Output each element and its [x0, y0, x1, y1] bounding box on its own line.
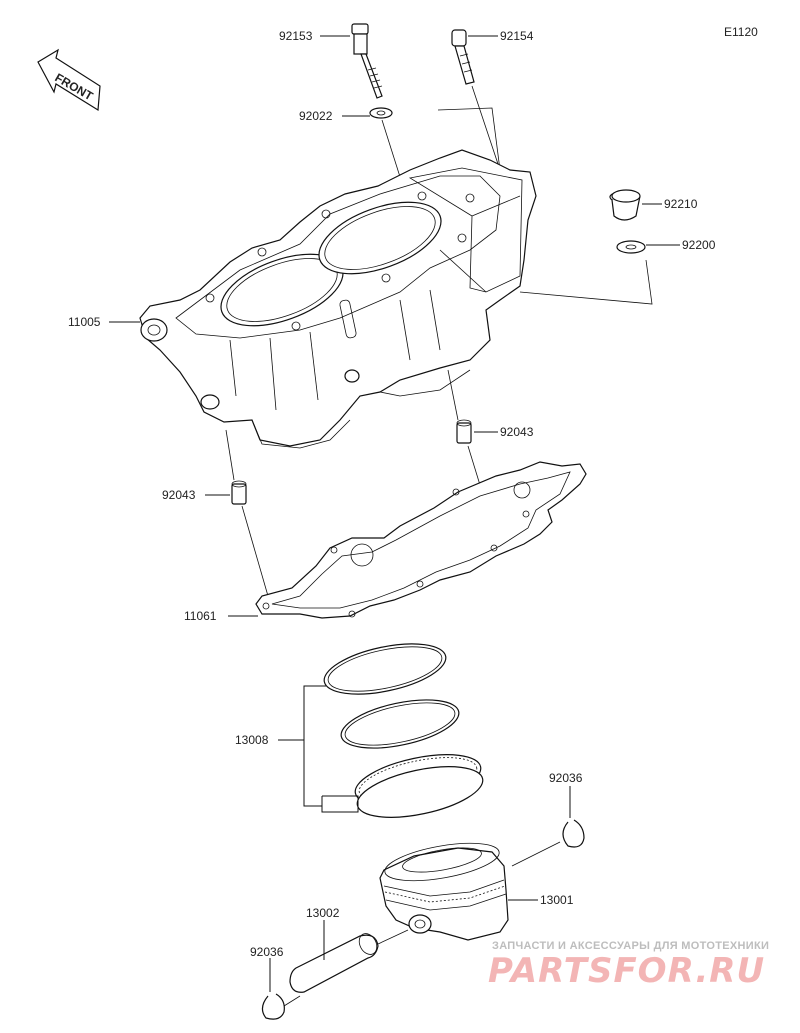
label-92043-right[interactable]: 92043 [500, 425, 534, 439]
front-arrow-icon: FRONT [37, 48, 101, 112]
piston-13001[interactable] [379, 836, 509, 941]
bolt-92154[interactable] [451, 29, 475, 85]
washer-92022[interactable] [369, 107, 393, 119]
ring-set-13008[interactable] [320, 635, 487, 827]
circlip-92036-left[interactable] [261, 993, 285, 1020]
bolt-92153[interactable] [351, 23, 383, 99]
label-92022[interactable]: 92022 [299, 109, 333, 123]
dowel-92043-right[interactable] [456, 419, 472, 444]
gasket-11061[interactable] [255, 461, 587, 619]
dowel-92043-left[interactable] [231, 480, 247, 505]
piston-pin-13002[interactable] [289, 931, 380, 993]
label-13008[interactable]: 13008 [235, 733, 269, 747]
circlip-92036-right[interactable] [562, 819, 585, 848]
label-13002[interactable]: 13002 [306, 906, 340, 920]
label-92043-left[interactable]: 92043 [162, 488, 196, 502]
label-92036-left[interactable]: 92036 [250, 945, 284, 959]
label-92154[interactable]: 92154 [500, 29, 534, 43]
diagram-code: E1120 [724, 25, 758, 39]
washer-92200[interactable] [616, 240, 646, 254]
label-92036-right[interactable]: 92036 [549, 771, 583, 785]
label-13001[interactable]: 13001 [540, 893, 574, 907]
label-92200[interactable]: 92200 [682, 238, 716, 252]
watermark-logo: PARTSFOR.RU [488, 951, 765, 991]
leader-13008 [278, 685, 359, 813]
label-11061[interactable]: 11061 [184, 609, 217, 623]
cylinder-block-11005[interactable] [139, 149, 537, 449]
collar-92210[interactable] [609, 189, 641, 221]
label-11005[interactable]: 11005 [68, 315, 101, 329]
label-92210[interactable]: 92210 [664, 197, 698, 211]
label-92153[interactable]: 92153 [279, 29, 313, 43]
watermark-tagline: ЗАПЧАСТИ И АКСЕССУАРЫ ДЛЯ МОТОТЕХНИКИ [492, 940, 769, 952]
